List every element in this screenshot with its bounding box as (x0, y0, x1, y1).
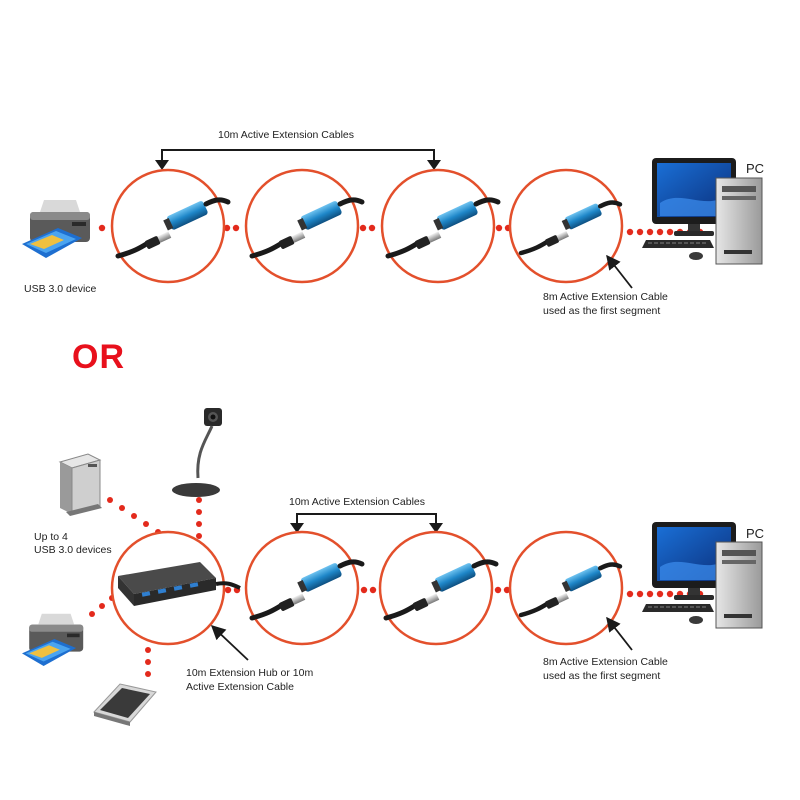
hub-circle (110, 530, 241, 646)
printer-icon-bottom (22, 613, 84, 666)
top-cable-circle-3 (380, 168, 498, 284)
top-device-label: USB 3.0 device (24, 283, 97, 295)
bottom-pc-label: PC (746, 526, 765, 541)
top-pc-label: PC (746, 161, 765, 176)
bottom-first-segment-arrow (606, 616, 633, 651)
bottom-first-segment-label-2: used as the first segment (543, 670, 661, 682)
hub-label-1: 10m Extension Hub or 10m (186, 667, 314, 679)
hub-label-2: Active Extension Cable (186, 681, 294, 693)
bottom-first-segment-label-1: 8m Active Extension Cable (543, 656, 668, 668)
bottom-cable-circle-1 (244, 530, 362, 646)
bottom-cable-circle-first-segment (508, 530, 624, 646)
bottom-cable-circle-2 (378, 530, 496, 646)
top-cable-circle-first-segment (508, 168, 624, 284)
hub-arrow (210, 625, 249, 661)
bottom-bracket-label: 10m Active Extension Cables (289, 496, 425, 508)
webcam-icon (172, 408, 222, 497)
desktop-pc-icon-bottom (641, 521, 763, 629)
printer-icon (22, 200, 90, 258)
bottom-devices-label-2: USB 3.0 devices (34, 544, 112, 556)
usb-hub-icon (118, 562, 241, 606)
top-first-segment-label-2: used as the first segment (543, 305, 661, 317)
or-label: OR (72, 338, 125, 376)
scanner-icon (93, 683, 157, 726)
bottom-bracket (290, 513, 443, 533)
external-drive-icon (58, 453, 102, 516)
bottom-devices-label-1: Up to 4 (34, 531, 68, 543)
top-cable-circle-2 (244, 168, 362, 284)
desktop-pc-icon (641, 157, 763, 265)
top-bracket (155, 149, 441, 170)
top-first-segment-arrow (606, 254, 633, 289)
top-bracket-label: 10m Active Extension Cables (218, 129, 354, 141)
top-first-segment-label-1: 8m Active Extension Cable (543, 291, 668, 303)
top-cable-circle-1 (110, 168, 228, 284)
